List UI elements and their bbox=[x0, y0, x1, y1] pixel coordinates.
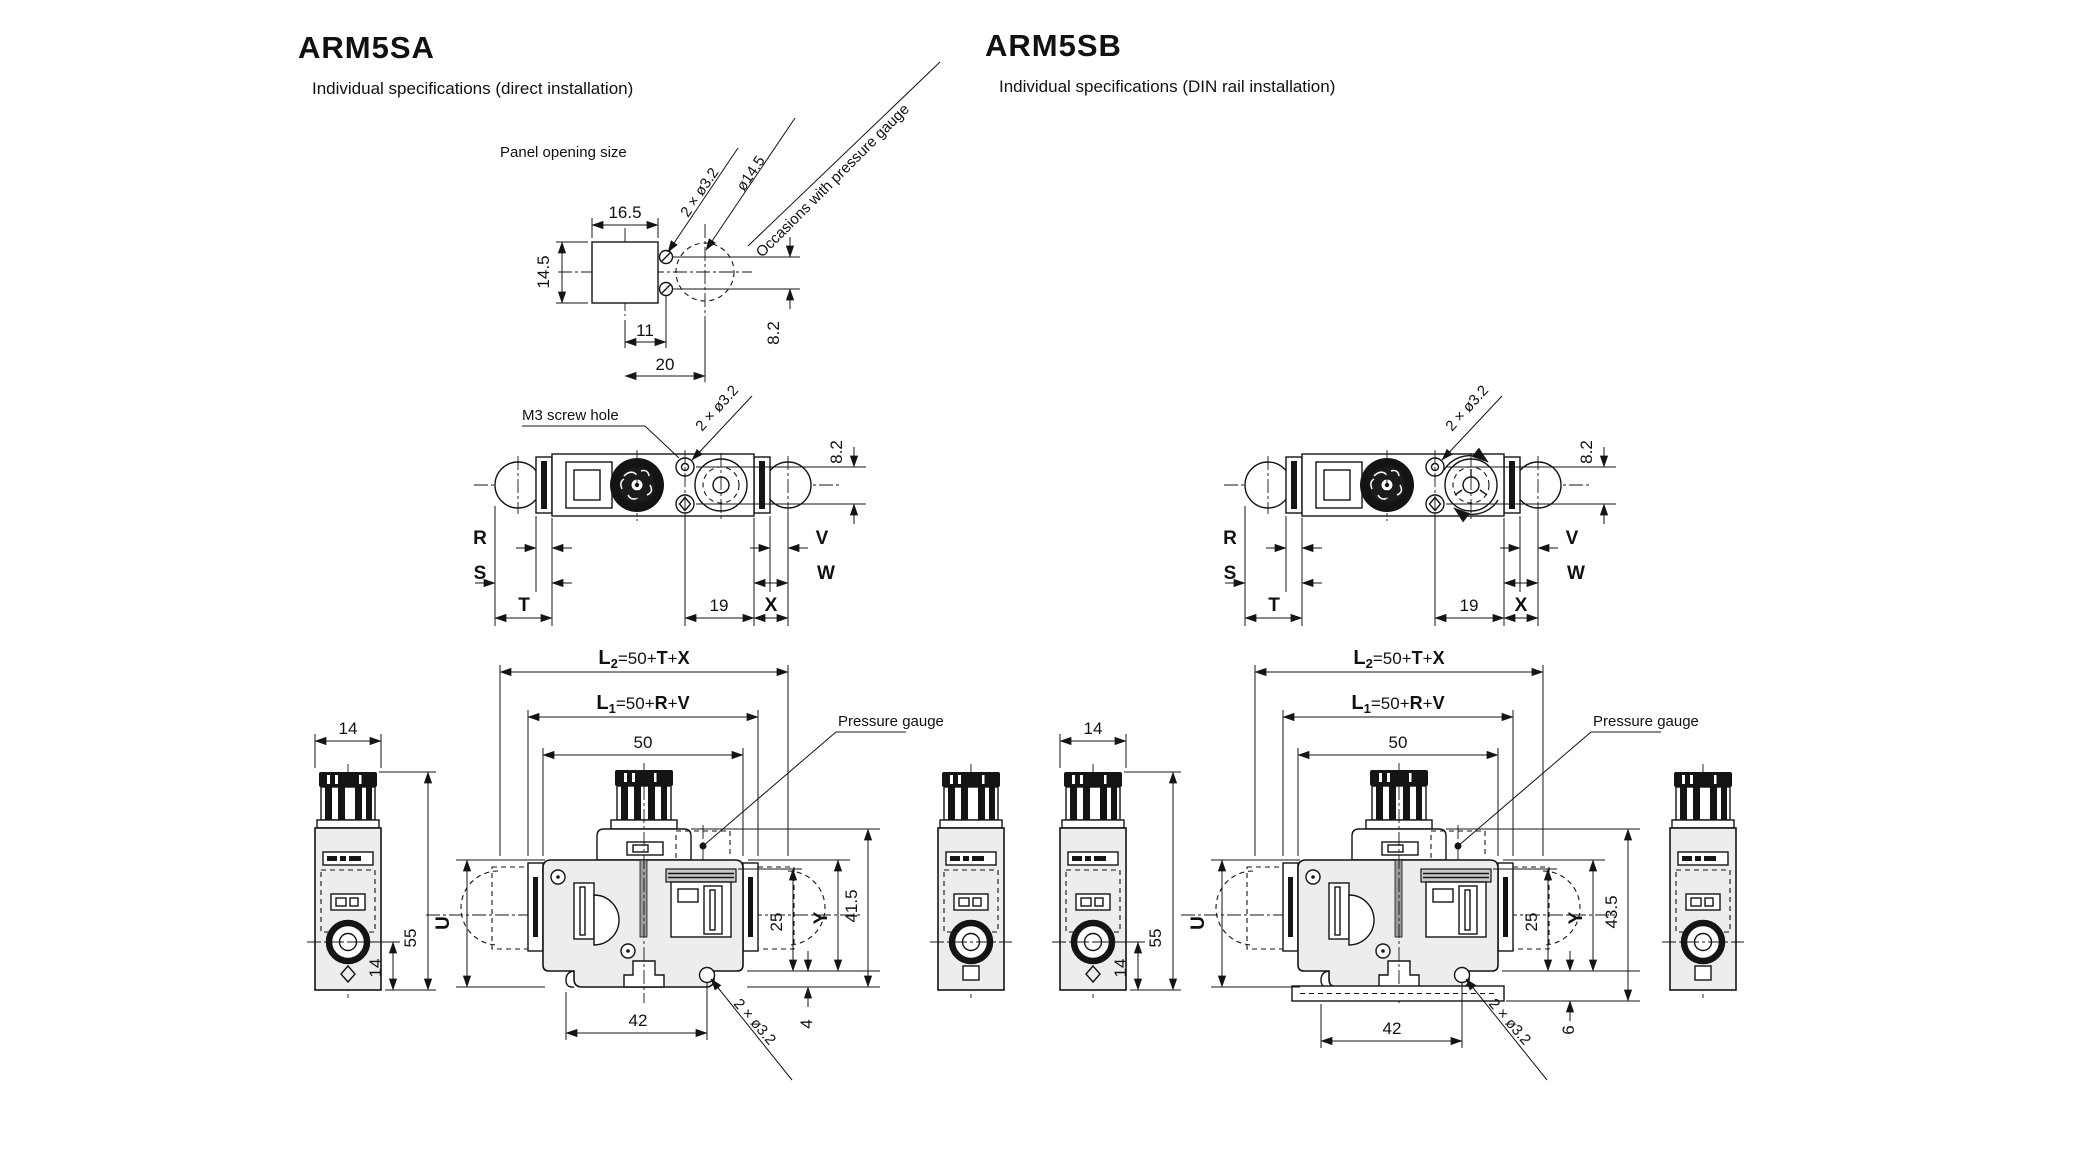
arm5sa-dim-l2: L2=50+T+X bbox=[598, 647, 689, 671]
arm5sa-dim-25: 25 bbox=[767, 913, 786, 932]
arm5sa-side-diamond-port bbox=[340, 964, 356, 984]
arm5sa-front-view: 50 L1=50+R+V L2=50+T+X U 25 Y 41.5 4 42 bbox=[425, 647, 944, 1081]
panel-note-label: Occasions with pressure gauge bbox=[753, 101, 913, 261]
arm5sa-title: ARM5SA bbox=[298, 30, 435, 65]
arm5sb-subtitle: Individual specifications (DIN rail inst… bbox=[999, 77, 1336, 96]
arm5sb-side-dim-width: 14 bbox=[1084, 719, 1103, 738]
arm5sb-side-view-left: 14 55 14 bbox=[1052, 719, 1181, 998]
panel-dim-height: 14.5 bbox=[534, 255, 553, 288]
arm5sb-dim-foot: 6 bbox=[1559, 1025, 1578, 1034]
arm5sa-top-holes-label: 2 × ø3.2 bbox=[692, 382, 742, 435]
panel-dim-offset: 11 bbox=[636, 321, 654, 340]
arm5sb-title: ARM5SB bbox=[985, 28, 1122, 63]
arm5sa-side-square-port bbox=[962, 965, 980, 981]
arm5sa-dim-y: Y bbox=[811, 911, 832, 924]
arm5sb-dim-y: Y bbox=[1566, 911, 1587, 924]
arm5sa-m3-label: M3 screw hole bbox=[522, 407, 619, 424]
arm5sa-dim-v: V bbox=[816, 528, 829, 549]
arm5sb-front-holes-label: 2 × ø3.2 bbox=[1485, 995, 1534, 1048]
arm5sb-header: ARM5SB Individual specifications (DIN ra… bbox=[985, 28, 1335, 97]
panel-gauge-dia-label: ø14.5 bbox=[733, 153, 769, 194]
arm5sb-side-diamond-port bbox=[1085, 964, 1101, 984]
arm5sa-dim-u: U bbox=[433, 916, 454, 930]
arm5sa-top-view: M3 screw hole 2 × ø3.2 8.2 R S T V bbox=[473, 382, 866, 626]
arm5sb-dim-l1: L1=50+R+V bbox=[1351, 692, 1444, 716]
arm5sa-dim-w: W bbox=[817, 563, 835, 584]
arm5sa-gauge-label: Pressure gauge bbox=[838, 713, 944, 730]
arm5sb-side-dim-port: 14 bbox=[1111, 959, 1130, 978]
arm5sb-gauge-label: Pressure gauge bbox=[1593, 713, 1699, 730]
arm5sa-top-vert: 8.2 bbox=[827, 440, 846, 464]
arm5sb-dim-19: 19 bbox=[1460, 596, 1479, 615]
arm5sa-header: ARM5SA Individual specifications (direct… bbox=[298, 30, 633, 99]
arm5sb-dim-25: 25 bbox=[1522, 913, 1541, 932]
arm5sa-dim-x: X bbox=[765, 595, 778, 616]
arm5sa-dim-t: T bbox=[518, 595, 530, 616]
arm5sa-dim-50: 50 bbox=[634, 733, 653, 752]
arm5sb-dim-v: V bbox=[1566, 528, 1579, 549]
arm5sb-top-view: 2 × ø3.2 8.2 R S T V W 19 bbox=[1223, 382, 1616, 626]
arm5sa-front-holes-label: 2 × ø3.2 bbox=[730, 995, 779, 1048]
arm5sa-side-view-right bbox=[930, 764, 1012, 998]
arm5sb-dim-r: R bbox=[1223, 528, 1237, 549]
panel-holes-label: 2 × ø3.2 bbox=[677, 165, 722, 220]
arm5sa-side-dim-width: 14 bbox=[339, 719, 358, 738]
panel-opening-label: Panel opening size bbox=[500, 144, 627, 161]
arm5sa-side-dim-port: 14 bbox=[366, 959, 385, 978]
arm5sb-dim-total: 43.5 bbox=[1602, 895, 1621, 928]
arm5sb-dim-50: 50 bbox=[1389, 733, 1408, 752]
arm5sb-dim-x: X bbox=[1515, 595, 1528, 616]
arm5sa-dim-total: 41.5 bbox=[842, 889, 861, 922]
arm5sb-dim-t: T bbox=[1268, 595, 1280, 616]
arm5sb-dim-l2: L2=50+T+X bbox=[1353, 647, 1444, 671]
arm5sa-dim-r: R bbox=[473, 528, 487, 549]
din-rail bbox=[1291, 985, 1505, 1002]
arm5sa-side-dim-height: 55 bbox=[401, 929, 420, 948]
arm5sa-dim-19: 19 bbox=[710, 596, 729, 615]
arm5sb-side-square-port bbox=[1694, 965, 1712, 981]
arm5sb-top-holes-label: 2 × ø3.2 bbox=[1442, 382, 1492, 435]
arm5sa-subtitle: Individual specifications (direct instal… bbox=[312, 79, 634, 98]
arm5sa-dim-s: S bbox=[474, 563, 487, 584]
arm5sb-dim-42: 42 bbox=[1383, 1019, 1402, 1038]
arm5sb-front-view: 50 L1=50+R+V L2=50+T+X U 25 Y 43.5 6 42 bbox=[1180, 647, 1699, 1081]
arm5sb-side-view-right bbox=[1662, 764, 1744, 998]
arm5sa-dim-42: 42 bbox=[629, 1011, 648, 1030]
arm5sb-dim-s: S bbox=[1224, 563, 1237, 584]
arm5sa-dim-l1: L1=50+R+V bbox=[596, 692, 689, 716]
arm5sb-dim-u: U bbox=[1188, 916, 1209, 930]
panel-opening-drawing: Panel opening size 16.5 14.5 11 bbox=[500, 61, 941, 382]
arm5sa-dim-foot: 4 bbox=[797, 1019, 816, 1028]
panel-dim-pitch: 20 bbox=[656, 355, 675, 374]
panel-dim-width: 16.5 bbox=[608, 203, 641, 222]
arm5sb-top-vert: 8.2 bbox=[1577, 440, 1596, 464]
panel-dim-vert: 8.2 bbox=[764, 321, 783, 345]
arm5sa-side-view-left: 14 55 14 bbox=[307, 719, 436, 998]
arm5sb-side-dim-height: 55 bbox=[1146, 929, 1165, 948]
arm5sb-dim-w: W bbox=[1567, 563, 1585, 584]
